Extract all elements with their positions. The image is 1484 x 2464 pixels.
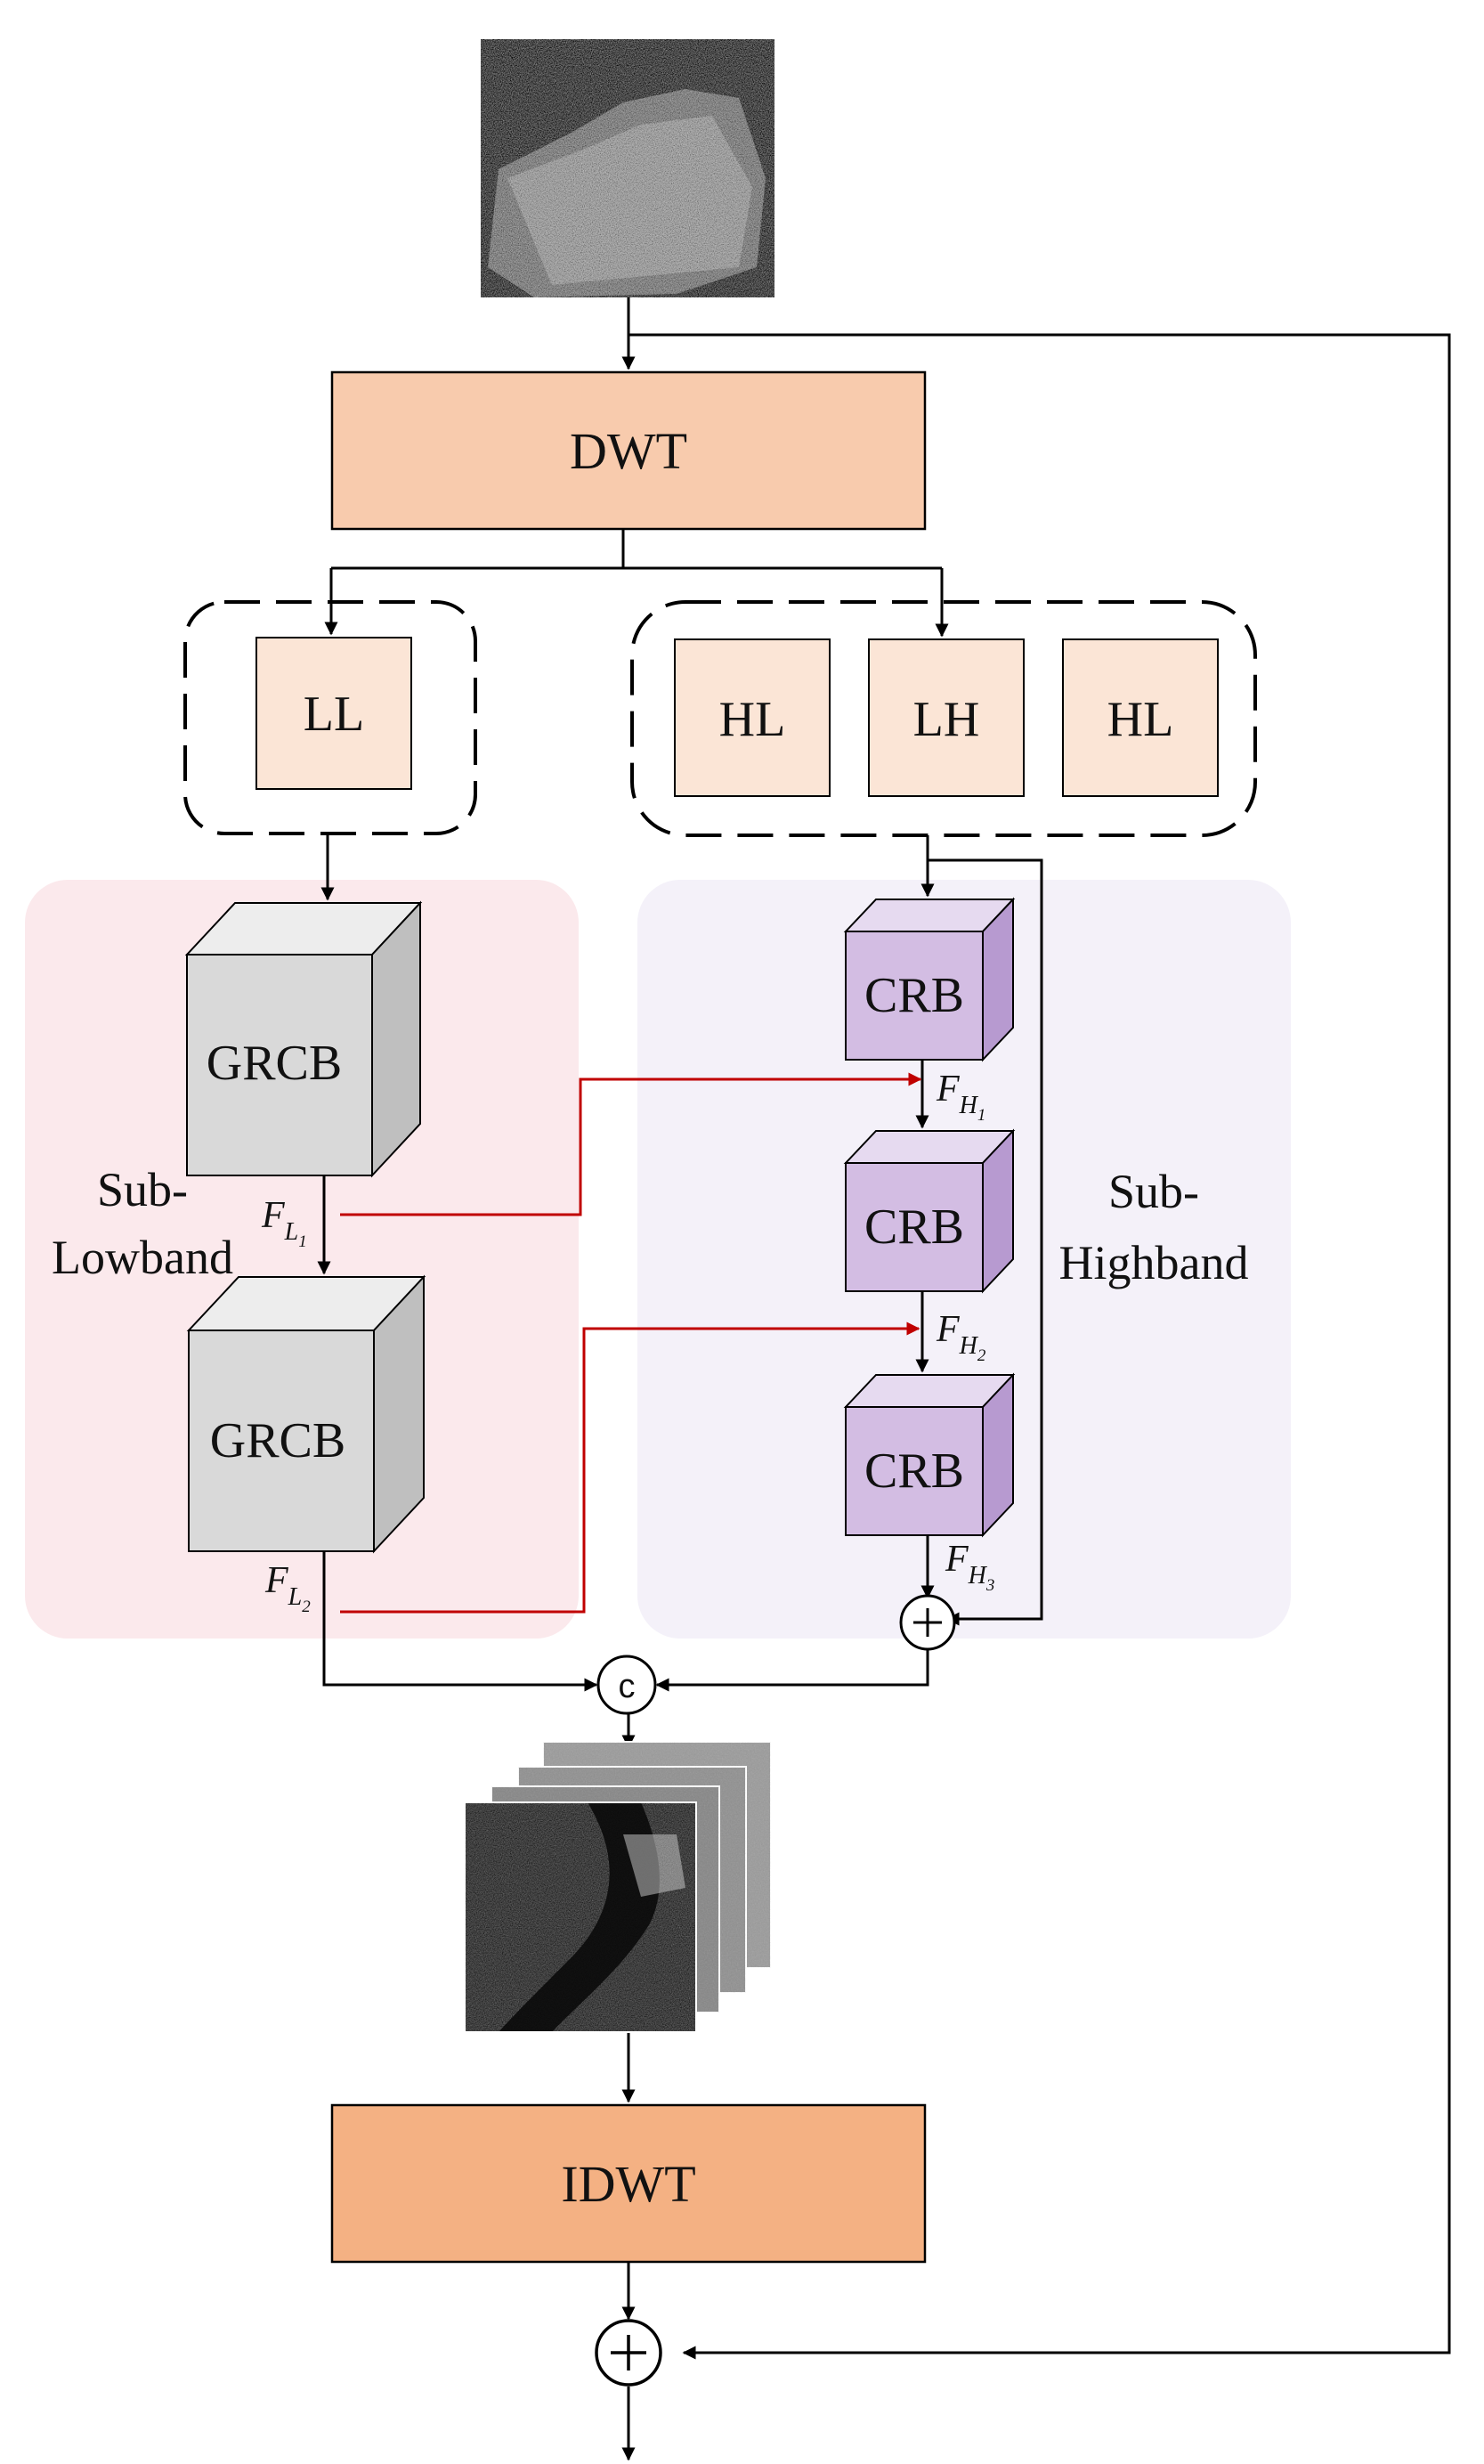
feature-label-fh1: FH1 bbox=[936, 1069, 985, 1125]
hl-subband-left bbox=[674, 638, 831, 797]
idwt-label: IDWT bbox=[561, 2155, 695, 2213]
lowband-label-line2: Lowband bbox=[52, 1231, 233, 1284]
high-subbands-group-dashed bbox=[630, 600, 1257, 837]
grcb-2-label: GRCB bbox=[210, 1413, 346, 1468]
hl-subband-right bbox=[1062, 638, 1219, 797]
crb-1-label: CRB bbox=[864, 968, 964, 1023]
black-connectors bbox=[317, 297, 1451, 2461]
grcb-block-1 bbox=[184, 900, 423, 1178]
lowband-label-line1: Sub- bbox=[97, 1163, 188, 1216]
dwt-label: DWT bbox=[570, 422, 687, 480]
crb-block-1 bbox=[843, 897, 1016, 1062]
highband-sum-operator bbox=[899, 1594, 956, 1651]
hl-right-label: HL bbox=[1107, 692, 1174, 747]
lowband-region bbox=[25, 880, 579, 1639]
concat-operator bbox=[596, 1655, 657, 1715]
idwt-block bbox=[330, 2103, 927, 2264]
crb-3-label: CRB bbox=[864, 1443, 964, 1499]
lh-subband bbox=[868, 638, 1025, 797]
stacked-feature-maps bbox=[464, 1741, 772, 2033]
ll-label: LL bbox=[304, 687, 364, 742]
input-sar-image bbox=[481, 39, 774, 297]
feature-label-fh2: FH2 bbox=[936, 1309, 986, 1365]
crb-block-2 bbox=[843, 1128, 1016, 1294]
highband-label-line2: Highband bbox=[1059, 1236, 1249, 1289]
ll-subband bbox=[255, 637, 412, 790]
lh-label: LH bbox=[913, 692, 980, 747]
concat-label: c bbox=[619, 1668, 636, 1705]
feature-label-fl1: FL1 bbox=[261, 1195, 307, 1251]
crb-2-label: CRB bbox=[864, 1199, 964, 1255]
crb-block-3 bbox=[843, 1372, 1016, 1538]
hl-left-label: HL bbox=[719, 692, 786, 747]
grcb-block-2 bbox=[186, 1274, 426, 1554]
grcb-1-label: GRCB bbox=[207, 1036, 343, 1091]
dwt-block bbox=[330, 370, 927, 531]
feature-label-fh3: FH3 bbox=[945, 1539, 994, 1595]
feature-label-fl2: FL2 bbox=[264, 1560, 311, 1616]
red-connectors bbox=[340, 1072, 922, 1614]
highband-label-line1: Sub- bbox=[1108, 1165, 1199, 1218]
final-sum-operator bbox=[595, 2319, 662, 2387]
